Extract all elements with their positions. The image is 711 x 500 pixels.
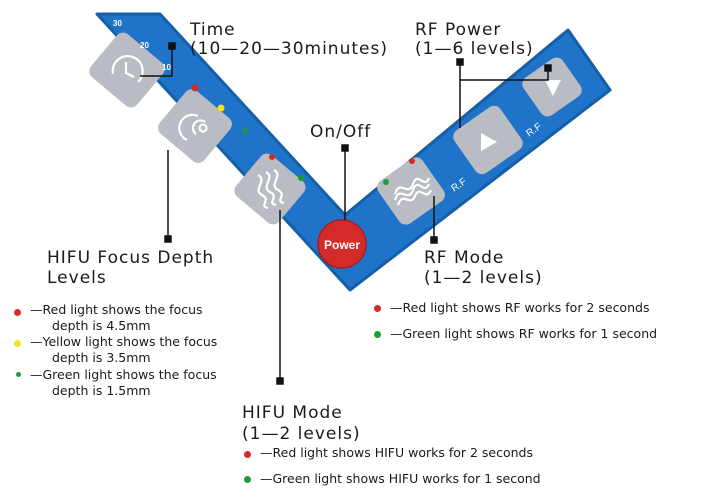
focus-depth-button[interactable] bbox=[155, 86, 235, 166]
rf-power-down-button[interactable] bbox=[519, 54, 585, 119]
hifu-note-red-dot bbox=[244, 451, 251, 458]
depth-note-yellow-line2: depth is 3.5mm bbox=[52, 350, 151, 365]
led-green-depth bbox=[242, 128, 248, 134]
clock-icon bbox=[111, 55, 144, 83]
depth-note-yellow-dot bbox=[14, 340, 21, 347]
hifu-depth-sub: Levels bbox=[47, 268, 107, 288]
rf-wave-icon bbox=[393, 177, 433, 206]
on-off-label: On/Off bbox=[310, 122, 372, 142]
rf-power-title: RF Power bbox=[415, 20, 502, 40]
led-yellow-depth bbox=[217, 104, 225, 112]
hifu-mode-sub: (1—2 levels) bbox=[242, 424, 361, 444]
led-red-depth bbox=[191, 84, 199, 92]
hifu-wave-icon bbox=[257, 169, 285, 210]
rf-mode-sub: (1—2 levels) bbox=[424, 268, 543, 288]
led-red-rf bbox=[409, 158, 415, 164]
rf-power-sub: (1—6 levels) bbox=[415, 39, 534, 59]
hifu-panel-text: HIFU bbox=[210, 166, 235, 189]
rf-mode-button[interactable] bbox=[374, 154, 448, 228]
depth-note-red-line1: —Red light shows the focus bbox=[30, 302, 203, 317]
time-title: Time bbox=[190, 20, 236, 40]
hifu-note-green-dot bbox=[244, 476, 251, 483]
hifu-note-green-text: —Green light shows HIFU works for 1 seco… bbox=[260, 471, 541, 486]
rf-note-green-text: —Green light shows RF works for 1 second bbox=[390, 326, 658, 341]
leader-lines bbox=[140, 42, 552, 385]
depth-note-green-line2: depth is 1.5mm bbox=[52, 383, 151, 398]
rf-power-up-button[interactable] bbox=[450, 103, 526, 178]
depth-note-green-dot bbox=[16, 372, 21, 377]
led-red-hifu bbox=[269, 154, 275, 160]
power-label: Power bbox=[324, 238, 360, 252]
depth-note-red-dot bbox=[14, 309, 21, 316]
rf-note-red-dot bbox=[374, 305, 381, 312]
hifu-mode-button[interactable] bbox=[231, 150, 309, 227]
triangle-down-icon bbox=[545, 80, 561, 96]
hifu-note-red-text: —Red light shows HIFU works for 2 second… bbox=[260, 445, 534, 460]
rf-mode-title: RF Mode bbox=[424, 248, 505, 268]
time-tick-10: 10 bbox=[162, 63, 171, 72]
hifu-depth-title: HIFU Focus Depth bbox=[47, 248, 215, 268]
time-sub: (10—20—30minutes) bbox=[190, 39, 388, 59]
depth-note-yellow-line1: —Yellow light shows the focus bbox=[30, 334, 218, 349]
led-green-rf bbox=[383, 179, 389, 185]
time-tick-30: 30 bbox=[113, 19, 122, 28]
hifu-mode-title: HIFU Mode bbox=[242, 403, 343, 423]
depth-note-green-line1: —Green light shows the focus bbox=[30, 367, 217, 382]
time-button[interactable] bbox=[86, 29, 168, 110]
power-button[interactable] bbox=[317, 219, 367, 269]
triangle-right-icon bbox=[481, 133, 497, 151]
leader-rf-power bbox=[459, 68, 549, 128]
leader-time bbox=[140, 46, 173, 77]
focus-depth-icon bbox=[178, 113, 208, 141]
rf-note-red-text: —Red light shows RF works for 2 seconds bbox=[390, 300, 650, 315]
depth-note-red-line2: depth is 4.5mm bbox=[52, 318, 151, 333]
led-green-hifu bbox=[298, 175, 304, 181]
rf-note-green-dot bbox=[374, 331, 381, 338]
time-tick-20: 20 bbox=[140, 41, 149, 50]
